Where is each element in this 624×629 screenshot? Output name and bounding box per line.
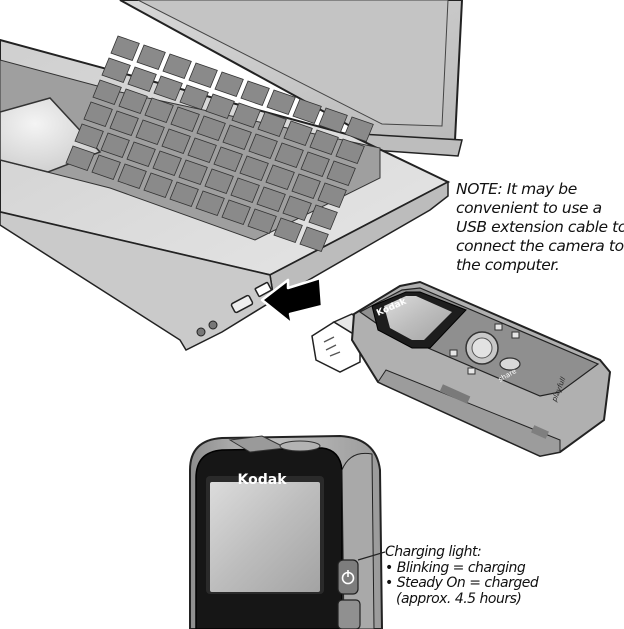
keyboard-key bbox=[257, 111, 287, 138]
keyboard-key bbox=[136, 44, 166, 71]
keyboard-key bbox=[309, 129, 339, 156]
closeup-brand: Kodak bbox=[238, 472, 288, 488]
usb-note: NOTE: It may be convenient to use a USB … bbox=[456, 180, 624, 275]
keyboard-key bbox=[74, 123, 104, 150]
keyboard-key bbox=[161, 128, 191, 155]
keyboard-key bbox=[110, 35, 140, 62]
note-line: NOTE: It may be bbox=[456, 180, 577, 198]
keyboard-key bbox=[273, 217, 303, 244]
note-line: the computer. bbox=[456, 256, 560, 274]
keyboard-key bbox=[65, 145, 95, 172]
keyboard-key bbox=[204, 168, 234, 195]
keyboard-key bbox=[230, 177, 260, 204]
keyboard-key bbox=[282, 195, 312, 222]
keyboard-key bbox=[170, 106, 200, 133]
keyboard-key bbox=[83, 101, 113, 128]
keyboard-key bbox=[179, 84, 209, 111]
keyboard-key bbox=[283, 120, 313, 147]
camera-connected: Kodak share playfull bbox=[350, 280, 612, 458]
charging-item: (approx. 4.5 hours) bbox=[396, 590, 522, 607]
keyboard-key bbox=[196, 115, 226, 142]
keyboard-key bbox=[178, 159, 208, 186]
charging-callout: Charging light: • Blinking = charging • … bbox=[385, 544, 620, 607]
note-line: convenient to use a bbox=[456, 199, 602, 217]
keyboard-key bbox=[135, 119, 165, 146]
keyboard-key bbox=[169, 181, 199, 208]
keyboard-key bbox=[335, 138, 365, 165]
note-line: USB extension cable to bbox=[456, 218, 624, 236]
keyboard-key bbox=[109, 110, 139, 137]
keyboard-key bbox=[117, 163, 147, 190]
keyboard-key bbox=[265, 164, 295, 191]
arrow-icon bbox=[260, 276, 324, 326]
keyboard-key bbox=[222, 124, 252, 151]
keyboard-key bbox=[91, 154, 121, 181]
keyboard-key bbox=[143, 172, 173, 199]
camera-closeup: Kodak bbox=[189, 434, 386, 629]
keyboard-key bbox=[274, 142, 304, 169]
keyboard-key bbox=[92, 79, 122, 106]
keyboard-key bbox=[100, 132, 130, 159]
power-icon bbox=[341, 570, 355, 585]
keyboard-key bbox=[126, 141, 156, 168]
keyboard-key bbox=[153, 75, 183, 102]
keyboard-key bbox=[205, 93, 235, 120]
charging-item: • Steady On = charged bbox=[385, 575, 539, 591]
keyboard-key bbox=[127, 66, 157, 93]
keyboard-key bbox=[317, 182, 347, 209]
keyboard bbox=[65, 35, 374, 253]
keyboard-key bbox=[300, 151, 330, 178]
keyboard-key bbox=[326, 160, 356, 187]
keyboard-key bbox=[187, 137, 217, 164]
keyboard-key bbox=[344, 116, 374, 143]
keyboard-key bbox=[144, 97, 174, 124]
keyboard-key bbox=[318, 107, 348, 134]
keyboard-key bbox=[240, 80, 270, 107]
keyboard-key bbox=[266, 89, 296, 116]
keyboard-key bbox=[152, 150, 182, 177]
keyboard-key bbox=[231, 102, 261, 129]
callout-leader bbox=[357, 551, 386, 561]
charging-item: • Blinking = charging bbox=[385, 559, 526, 576]
keyboard-key bbox=[256, 186, 286, 213]
keyboard-key bbox=[247, 208, 277, 235]
keyboard-key bbox=[221, 199, 251, 226]
keyboard-key bbox=[162, 53, 192, 80]
keyboard-key bbox=[299, 226, 329, 253]
keyboard-key bbox=[195, 190, 225, 217]
charging-title: Charging light: bbox=[385, 544, 482, 560]
keyboard-key bbox=[214, 71, 244, 98]
note-line: connect the camera to bbox=[456, 237, 624, 255]
keyboard-key bbox=[239, 155, 269, 182]
keyboard-key bbox=[188, 62, 218, 89]
keyboard-key bbox=[213, 146, 243, 173]
keyboard-key bbox=[118, 88, 148, 115]
keyboard-key bbox=[308, 204, 338, 231]
keyboard-key bbox=[292, 98, 322, 125]
keyboard-key bbox=[248, 133, 278, 160]
keyboard-key bbox=[101, 57, 131, 84]
keyboard-key bbox=[291, 173, 321, 200]
